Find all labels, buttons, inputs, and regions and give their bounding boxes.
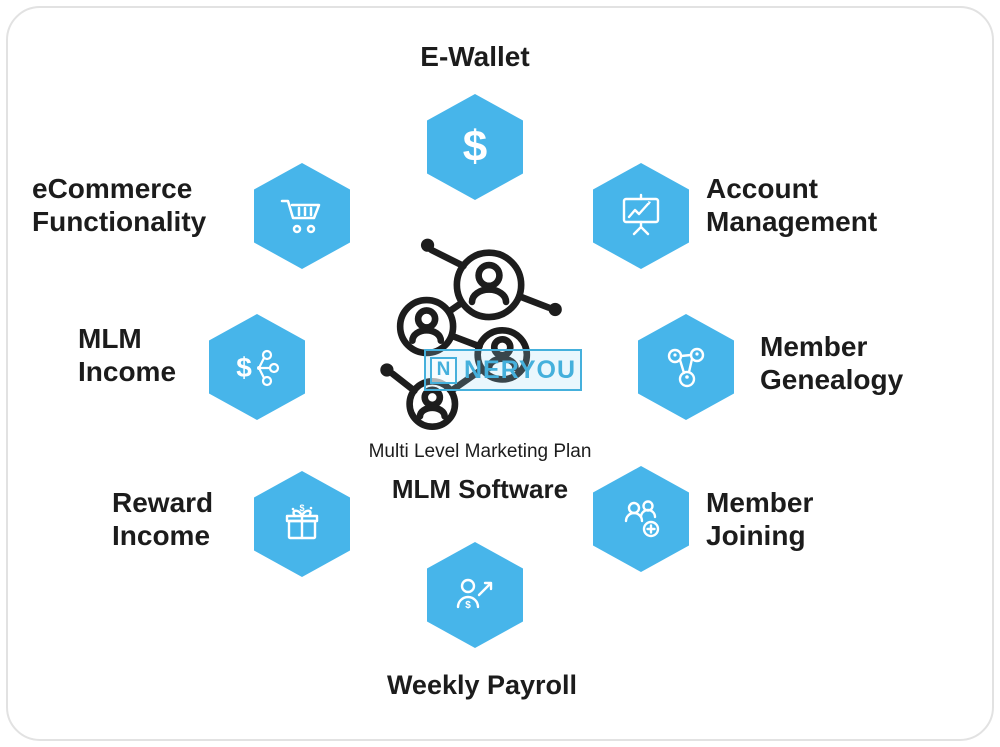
member-group-plus-icon [624, 500, 660, 538]
people-network-icon [380, 238, 562, 431]
watermark-logo: N [429, 356, 457, 384]
watermark-text: NERYOU [463, 355, 577, 384]
diagram-subtitle: Multi Level Marketing Plan [368, 441, 592, 462]
presentation-chart-icon [622, 193, 660, 236]
account-management-hexagon [593, 163, 689, 269]
account-management-label: Account Management [706, 173, 878, 238]
member-genealogy-label: Member Genealogy [760, 331, 904, 396]
svg-text:$: $ [465, 600, 471, 611]
dollar-network-icon: $ [236, 349, 280, 387]
payroll-person-icon: $ [456, 578, 493, 611]
genealogy-network-icon [667, 347, 705, 388]
reward-income-label: Reward Income [112, 487, 214, 552]
e-wallet-hexagon: $ [427, 94, 523, 200]
weekly-payroll-hexagon: $ [427, 542, 523, 648]
e-wallet-label: E-Wallet [420, 41, 530, 72]
ecommerce-functionality-label: eCommerce Functionality [32, 173, 207, 238]
gift-icon: $ [285, 503, 319, 540]
member-joining-label: Member Joining [706, 487, 814, 552]
mlm-income-label: MLM Income [78, 323, 177, 388]
svg-text:$: $ [236, 352, 252, 383]
svg-text:$: $ [299, 503, 304, 513]
dollar-icon: $ [462, 122, 488, 171]
weekly-payroll-label: Weekly Payroll [386, 670, 578, 700]
member-genealogy-hexagon [638, 314, 734, 420]
shopping-cart-icon [280, 199, 321, 234]
mlm-income-hexagon: $ [209, 314, 305, 420]
watermark-badge: N NERYOU [424, 349, 582, 391]
diagram-title: MLM Software [391, 474, 569, 504]
ecommerce-functionality-hexagon [254, 163, 350, 269]
